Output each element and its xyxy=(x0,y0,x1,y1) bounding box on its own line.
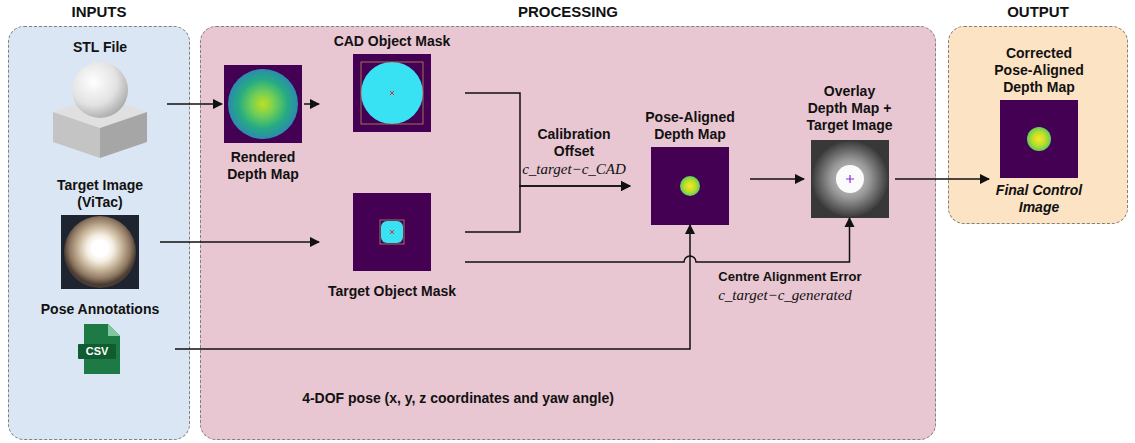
edge-label: 4-DOF pose (x, y, z coordinates and yaw … xyxy=(268,390,648,407)
node-label: Rendered Depth Map xyxy=(222,149,304,183)
target-image-input: Target Image (ViTac) xyxy=(40,177,160,289)
connector xyxy=(465,218,850,262)
node-label: Pose-Aligned Depth Map xyxy=(630,109,750,143)
target-object-mask: Target Object Mask xyxy=(319,193,465,300)
connector xyxy=(167,103,222,105)
processing-panel: PROCESSING Rendered Depth MapCAD Object … xyxy=(200,26,936,440)
overlay-image xyxy=(811,140,889,218)
stl-input: STL File xyxy=(33,39,167,160)
edge-label: Calibration Offset xyxy=(526,126,622,160)
pose-aligned-depth-map: Pose-Aligned Depth Map xyxy=(630,109,750,225)
output-panel: OUTPUTCorrected Pose-Aligned Depth Map F… xyxy=(948,26,1128,224)
pose-annotations-input: Pose Annotations CSV xyxy=(25,301,175,376)
depth-map-image xyxy=(651,147,729,225)
csv-icon: CSV xyxy=(76,322,124,376)
depth-map-image xyxy=(224,65,302,143)
connector xyxy=(175,225,690,349)
node-label: Final Control Image xyxy=(989,182,1089,216)
input-panel: INPUTSSTL File Target Image (ViTac) Pose… xyxy=(8,26,190,440)
node-label: CAD Object Mask xyxy=(319,33,465,50)
depth-map-image xyxy=(1000,100,1078,178)
panel-heading: INPUTS xyxy=(9,3,189,21)
node-label: Overlay Depth Map + Target Image xyxy=(804,83,895,134)
mask-image xyxy=(353,193,431,271)
stl-illustration xyxy=(45,60,155,160)
connector xyxy=(160,241,319,243)
panel-heading: OUTPUT xyxy=(949,3,1127,21)
node-label: Pose Annotations xyxy=(25,301,175,318)
connector xyxy=(465,186,630,232)
vitac-image xyxy=(61,215,139,289)
connector xyxy=(304,103,319,105)
connector xyxy=(750,178,804,180)
node-label: Target Object Mask xyxy=(319,283,465,300)
overlay-image: Overlay Depth Map + Target Image xyxy=(804,83,895,218)
connector xyxy=(895,178,989,180)
rendered-depth-map: Rendered Depth Map xyxy=(222,65,304,183)
connector xyxy=(465,93,630,186)
node-label: STL File xyxy=(33,39,167,56)
mask-image xyxy=(353,54,431,132)
final-control-image: Corrected Pose-Aligned Depth Map Final C… xyxy=(989,45,1089,216)
node-label: Target Image (ViTac) xyxy=(40,177,160,211)
cad-object-mask: CAD Object Mask xyxy=(319,33,465,132)
formula-label: c_target−c_generated xyxy=(705,287,865,304)
formula-label: c_target−c_CAD xyxy=(516,161,632,178)
panel-heading: PROCESSING xyxy=(201,3,935,21)
edge-label: Centre Alignment Error xyxy=(700,268,880,285)
node-label: Corrected Pose-Aligned Depth Map xyxy=(989,45,1089,96)
icon-label: CSV xyxy=(78,344,116,359)
